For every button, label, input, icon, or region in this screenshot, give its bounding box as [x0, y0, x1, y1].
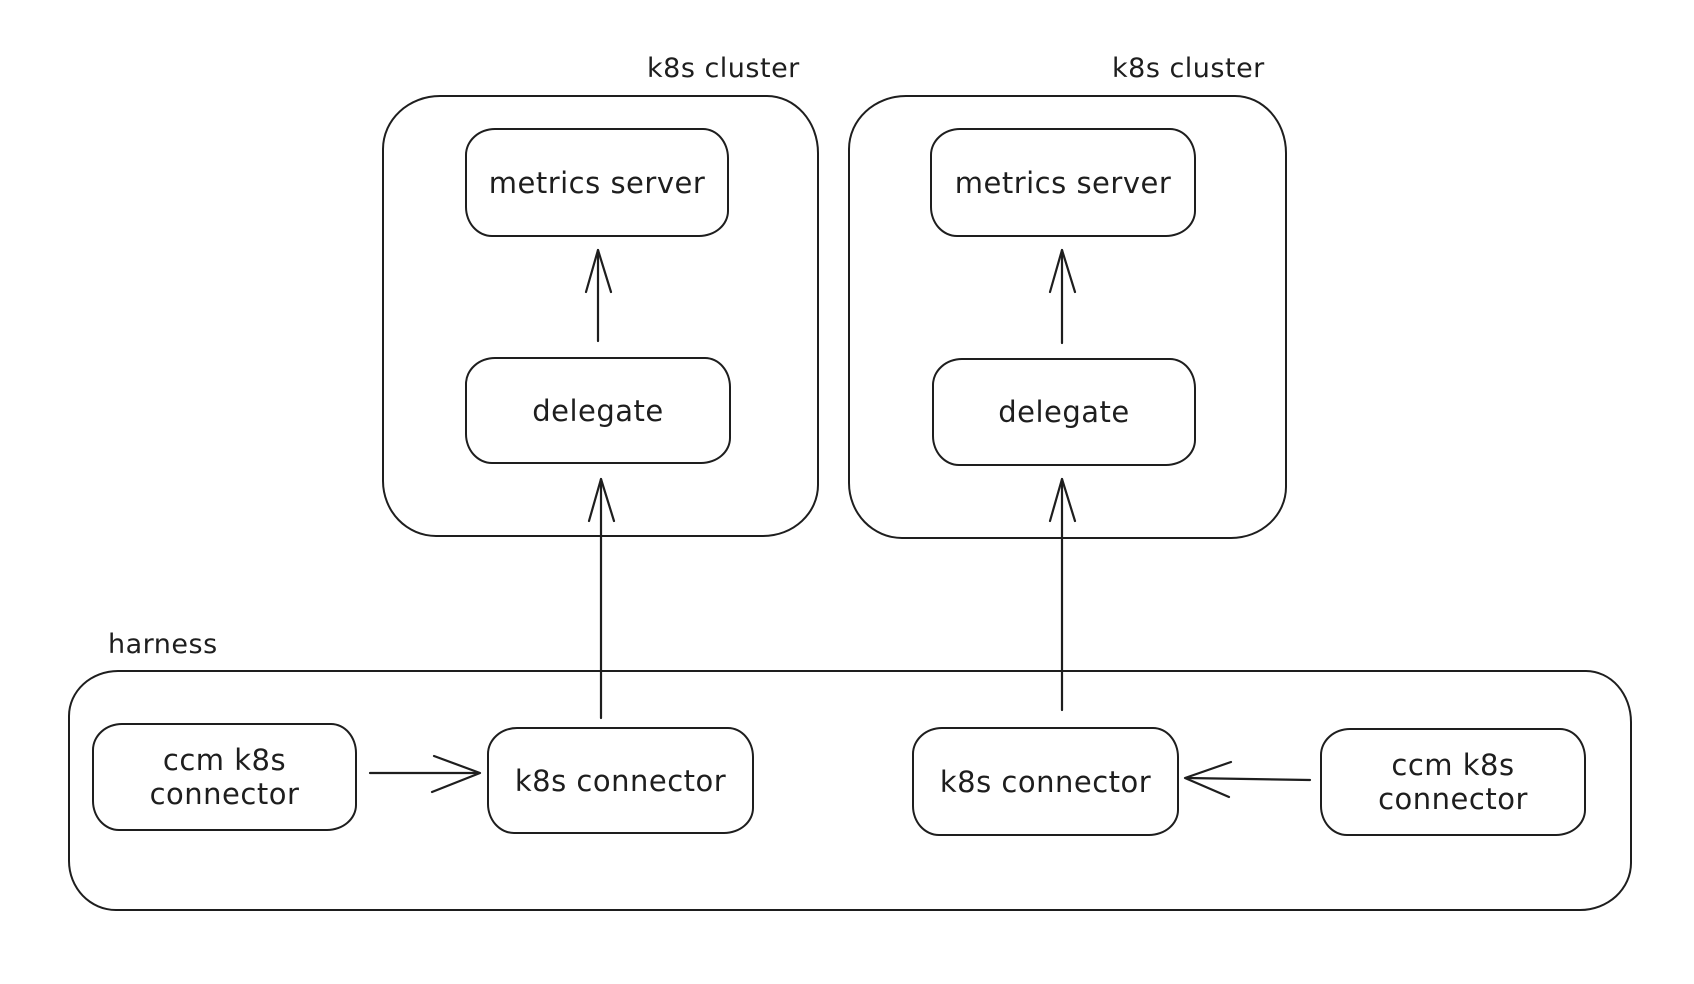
- delegate-node-right: delegate: [932, 358, 1196, 466]
- delegate-label-left: delegate: [532, 393, 664, 428]
- k8s-connector-left-label: k8s connector: [514, 763, 727, 798]
- delegate-node-left: delegate: [465, 357, 731, 464]
- metrics-server-node-left: metrics server: [465, 128, 729, 237]
- k8s-connector-right-label: k8s connector: [939, 764, 1152, 799]
- ccm-k8s-connector-node-right: ccm k8s connector: [1320, 728, 1586, 836]
- k8s-cluster-label-right: k8s cluster: [1112, 53, 1265, 84]
- ccm-k8s-connector-left-line1: ccm k8s: [162, 743, 287, 777]
- harness-label: harness: [108, 629, 218, 660]
- harness-box: [68, 670, 1632, 911]
- k8s-connector-node-right: k8s connector: [912, 727, 1179, 836]
- delegate-label-right: delegate: [998, 395, 1130, 429]
- ccm-k8s-connector-left-line2: connector: [149, 777, 300, 811]
- k8s-cluster-label-left: k8s cluster: [647, 53, 800, 84]
- ccm-k8s-connector-right-line1: ccm k8s: [1391, 748, 1515, 782]
- metrics-server-label-right: metrics server: [954, 165, 1172, 200]
- k8s-connector-node-left: k8s connector: [487, 727, 754, 834]
- ccm-k8s-connector-node-left: ccm k8s connector: [92, 723, 357, 831]
- metrics-server-label-left: metrics server: [488, 165, 706, 200]
- ccm-k8s-connector-right-line2: connector: [1378, 782, 1528, 816]
- k8s-cluster-box-right: [848, 95, 1287, 539]
- metrics-server-node-right: metrics server: [930, 128, 1196, 237]
